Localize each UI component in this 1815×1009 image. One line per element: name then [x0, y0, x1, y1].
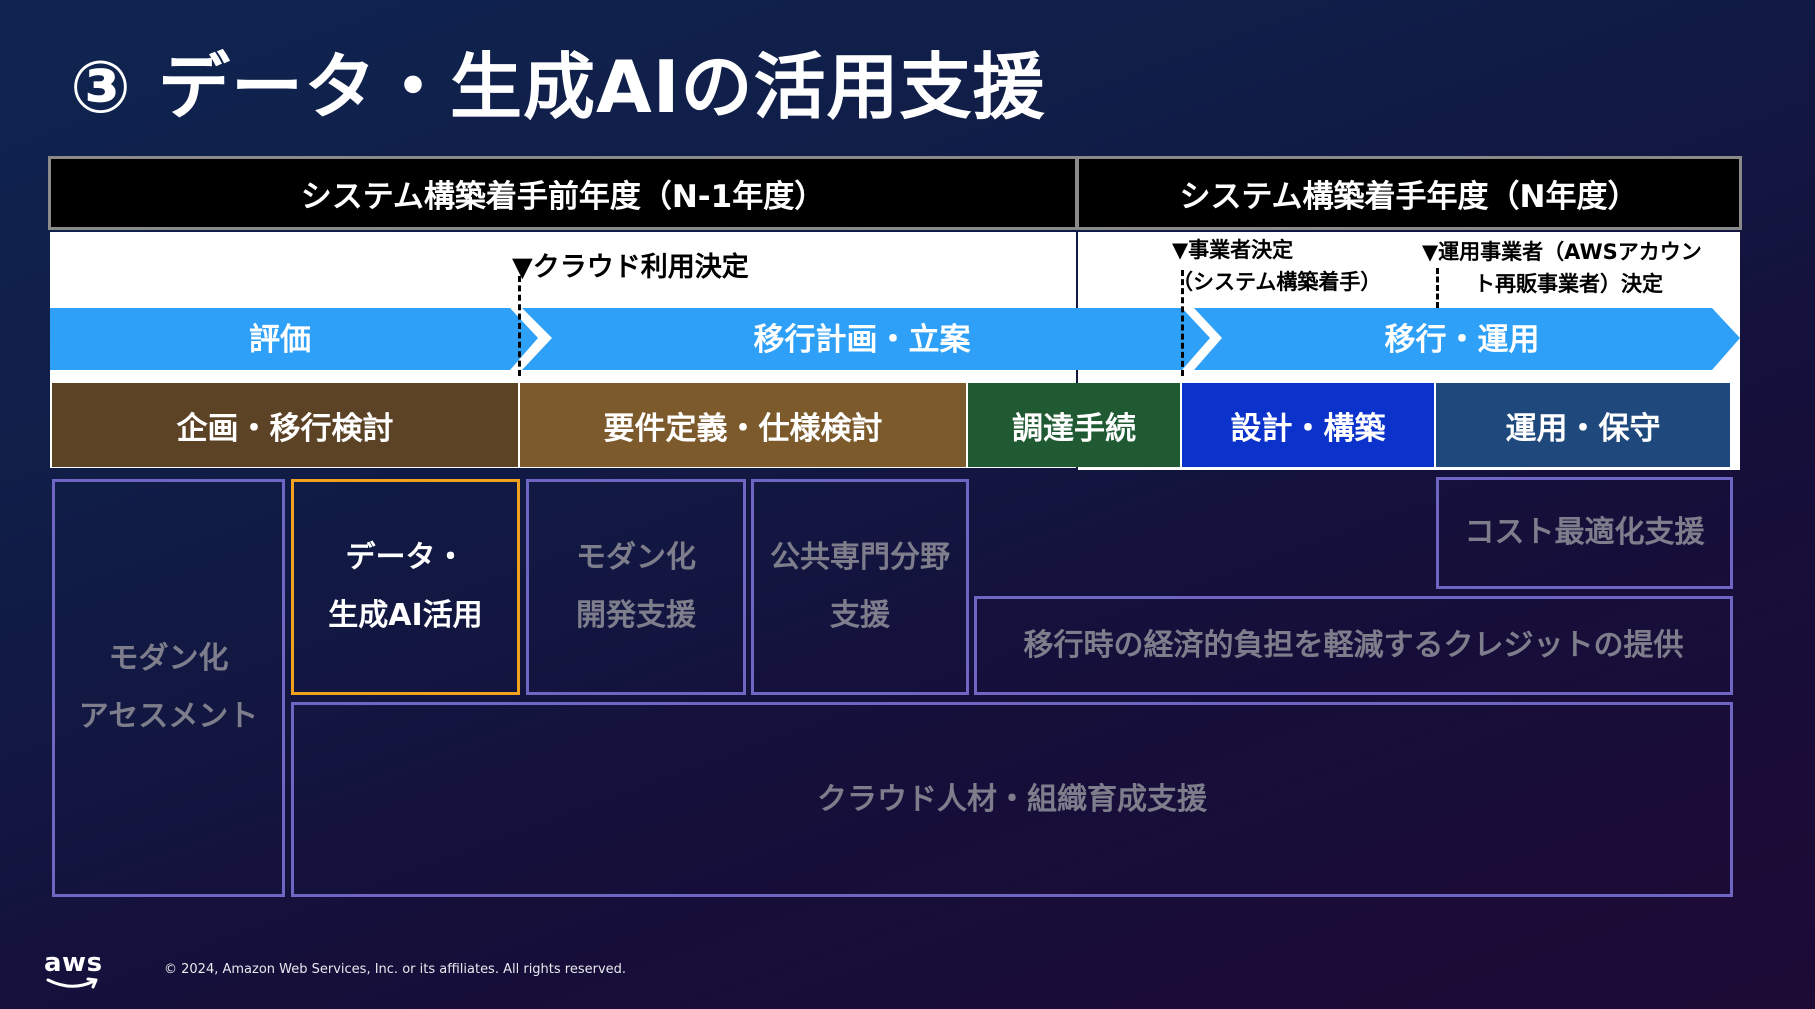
support-modern-dev-line1: モダン化: [576, 540, 696, 575]
support-data-genai-line1: データ・: [345, 540, 466, 575]
aws-smile-icon: [46, 977, 98, 989]
support-migration-credit: 移行時の経済的負担を軽減するクレジットの提供: [974, 596, 1733, 695]
support-public-sector-line1: 公共専門分野: [770, 540, 950, 575]
milestone-operator-decision: ▼事業者決定 （システム構築着手）: [1172, 234, 1381, 298]
support-cost-optimization: コスト最適化支援: [1436, 477, 1733, 589]
support-cost-optimization-label: コスト最適化支援: [1464, 515, 1705, 550]
phase-planning: 企画・移行検討: [52, 383, 518, 467]
support-talent-development-label: クラウド人材・組織育成支援: [817, 781, 1207, 817]
phase-operation-maintenance: 運用・保守: [1436, 383, 1730, 467]
support-modern-dev: モダン化 開発支援: [526, 479, 746, 695]
header-this-year: システム構築着手年度（N年度）: [1076, 156, 1742, 230]
support-migration-credit-label: 移行時の経済的負担を軽減するクレジットの提供: [1023, 627, 1684, 663]
milestone-ops-line2: ト再販事業者）決定: [1474, 272, 1663, 296]
arrow-label-migration-operation: 移行・運用: [1384, 321, 1540, 358]
support-talent-development: クラウド人材・組織育成支援: [291, 702, 1733, 897]
support-modern-assessment-line1: モダン化: [108, 641, 229, 676]
arrow-migration-planning: [522, 308, 1210, 370]
aws-logo: aws: [44, 950, 103, 992]
milestone-line-cloud: [518, 276, 521, 376]
milestone-ops-line1: ▼運用事業者（AWSアカウン: [1422, 240, 1702, 264]
support-modern-assessment: モダン化 アセスメント: [52, 479, 285, 897]
phase-design-build: 設計・構築: [1182, 383, 1434, 467]
aws-logo-text: aws: [44, 948, 103, 978]
arrow-label-evaluation: 評価: [249, 321, 311, 358]
milestone-operator-line1: ▼事業者決定: [1172, 238, 1294, 262]
phase-requirements: 要件定義・仕様検討: [520, 383, 966, 467]
support-modern-dev-line2: 開発支援: [576, 598, 696, 633]
milestone-line-operator: [1181, 270, 1184, 376]
arrow-label-migration-planning: 移行計画・立案: [753, 321, 971, 358]
arrow-migration-operation: [1194, 308, 1740, 370]
page-title: ③ データ・生成AIの活用支援: [70, 45, 1046, 129]
milestone-operator-line2: （システム構築着手）: [1172, 270, 1382, 294]
header-prev-year: システム構築着手前年度（N-1年度）: [48, 156, 1078, 230]
support-data-genai-line2: 生成AI活用: [328, 598, 483, 633]
milestone-line-ops: [1436, 268, 1439, 308]
support-data-genai: データ・ 生成AI活用: [291, 479, 520, 695]
support-modern-assessment-line2: アセスメント: [78, 699, 259, 734]
milestone-ops-decision: ▼運用事業者（AWSアカウン ト再販事業者）決定: [1422, 236, 1702, 300]
copyright: © 2024, Amazon Web Services, Inc. or its…: [164, 962, 627, 977]
phase-procurement: 調達手続: [968, 383, 1180, 467]
support-public-sector: 公共専門分野 支援: [751, 479, 969, 695]
arrow-evaluation: [50, 308, 538, 370]
support-public-sector-line2: 支援: [830, 598, 890, 633]
milestone-cloud-decision: ▼クラウド利用決定: [512, 252, 749, 283]
